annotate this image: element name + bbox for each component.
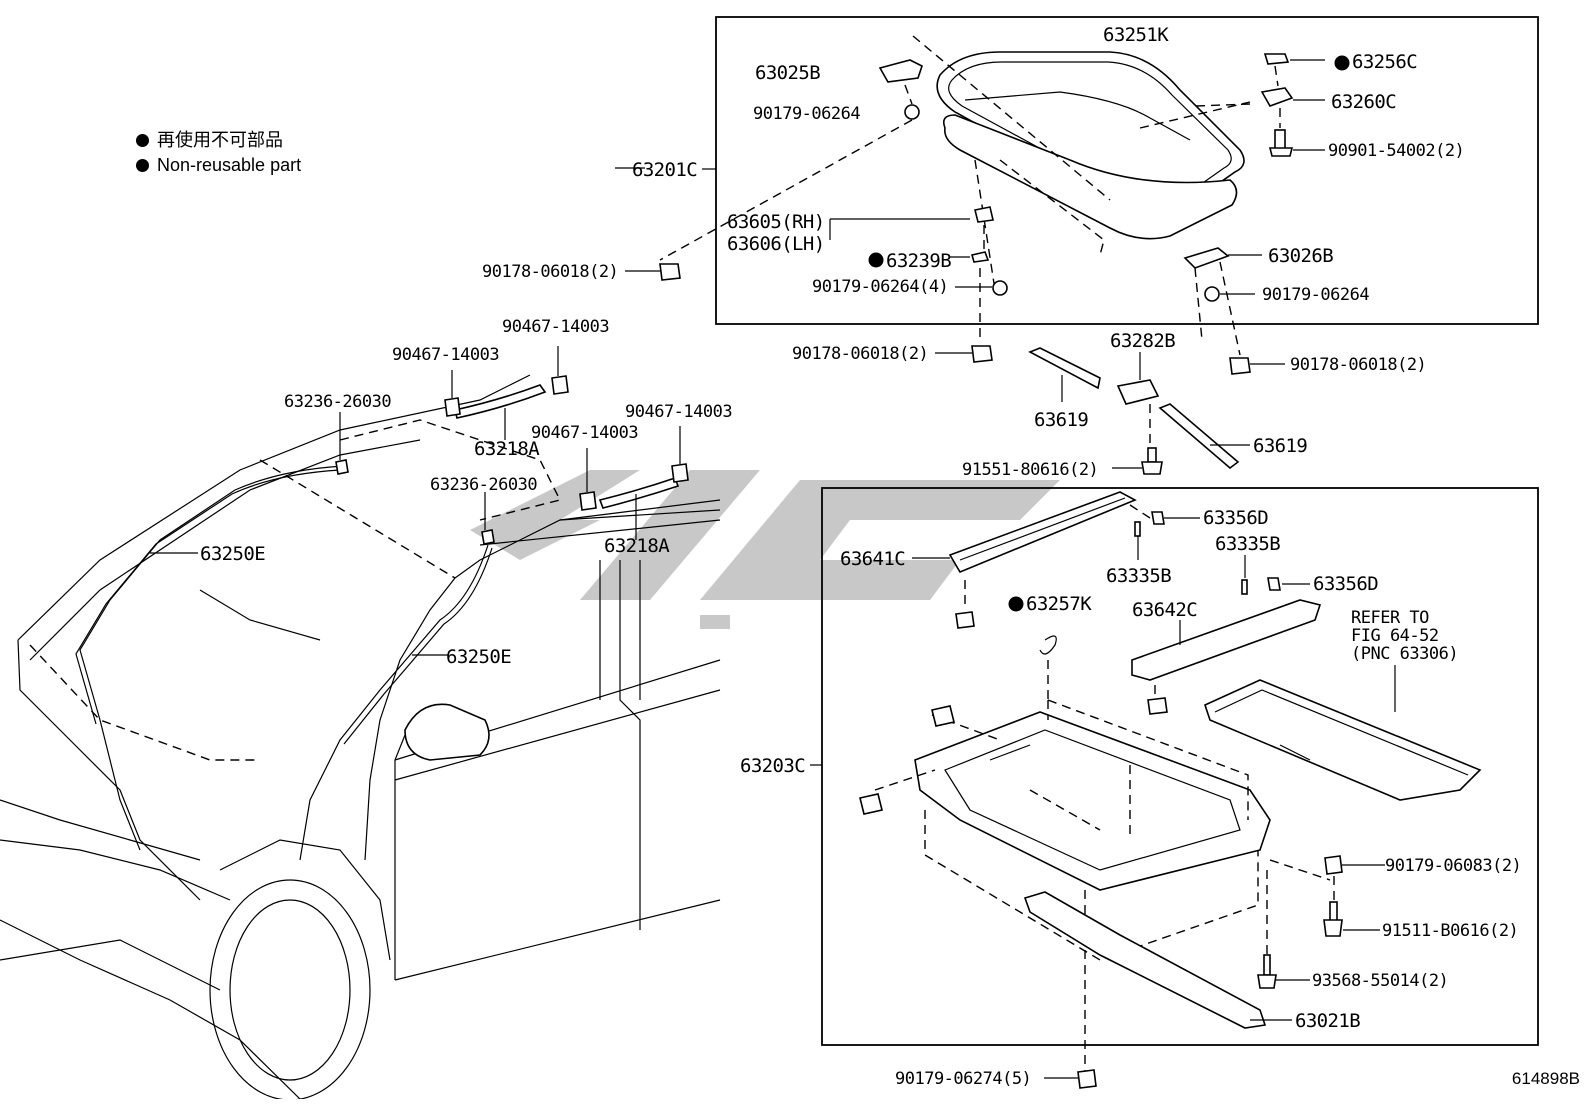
sunshade-frame-63203C: [914, 711, 1271, 891]
legend-text-en: Non-reusable part: [157, 155, 302, 175]
label-63642C: 63642C: [1132, 599, 1197, 621]
label-63356D-b: 63356D: [1313, 573, 1378, 595]
label-63250E-a: 63250E: [200, 543, 265, 565]
legend: 再使用不可部品 Non-reusable part: [136, 128, 301, 178]
legend-row-jp: 再使用不可部品: [136, 128, 301, 153]
label-63026B: 63026B: [1268, 245, 1333, 267]
label-90179-06264-a: 90179-06264: [753, 104, 860, 124]
label-90178-06018-a: 90178-06018(2): [482, 262, 618, 282]
label-93568-55014: 93568-55014(2): [1312, 971, 1448, 991]
rail-63619-left: [1028, 347, 1101, 390]
side-trim-63021B: [1023, 891, 1267, 1029]
label-refer-3: (PNC 63306): [1351, 644, 1458, 664]
legend-text-jp: 再使用不可部品: [157, 130, 283, 150]
label-90179-06264-c: 90179-06264: [1262, 285, 1369, 305]
rail-63619-right: [1158, 403, 1240, 470]
sunroof-assembly-box: [715, 16, 1539, 325]
label-63203C: 63203C: [740, 755, 805, 777]
label-63236-26030-b: 63236-26030: [430, 475, 537, 495]
nut-90178-06018-right: [1229, 357, 1251, 375]
bolt-93568-55014: [1257, 954, 1277, 989]
bracket-63282B: [1116, 379, 1160, 405]
sunshade-trim-63641C: [948, 491, 1137, 629]
hinge-left-63025B: [878, 59, 923, 120]
bracket-63605-63606: [970, 206, 1008, 296]
non-reusable-dot: [1008, 596, 1024, 612]
label-63335B-b: 63335B: [1215, 533, 1280, 555]
legend-dot-icon: [136, 134, 149, 147]
non-reusable-dot: [868, 252, 884, 268]
label-63260C: 63260C: [1331, 91, 1396, 113]
label-refer-2: FIG 64-52: [1351, 626, 1439, 646]
clip-63356D-b: [1267, 577, 1281, 591]
label-90179-06274: 90179-06274(5): [895, 1069, 1031, 1089]
label-63021B: 63021B: [1295, 1010, 1360, 1032]
label-63236-26030-a: 63236-26030: [284, 392, 391, 412]
clip-63335B-b: [1241, 579, 1248, 595]
figure-number: 614898B: [1511, 1069, 1580, 1088]
non-reusable-dot: [1334, 55, 1350, 71]
clip-63356D-a: [1151, 511, 1165, 525]
label-91551-80616: 91551-80616(2): [962, 460, 1098, 480]
label-90467-14003-a: 90467-14003: [502, 317, 609, 337]
label-63251K: 63251K: [1103, 24, 1169, 46]
label-63282B: 63282B: [1110, 330, 1175, 352]
label-63619-a: 63619: [1034, 409, 1088, 431]
clip-63335B-a: [1134, 521, 1141, 537]
bolt-91511-B0616: [1323, 901, 1343, 937]
bracket-63256C-63260C: [1260, 53, 1294, 157]
clamps-63236-26030: [335, 459, 495, 545]
sunroof-glass: [936, 51, 1245, 240]
clip-90179-06274: [1077, 1069, 1097, 1089]
label-63356D-a: 63356D: [1203, 507, 1268, 529]
vehicle-body: [0, 374, 721, 1101]
label-90901-54002: 90901-54002(2): [1328, 141, 1464, 161]
label-63605: 63605(RH): [727, 211, 825, 233]
clips-90467-14003: [444, 375, 689, 511]
nut-90178-06018-center: [971, 345, 993, 363]
legend-dot-icon: [136, 159, 149, 172]
label-90178-06018-b: 90178-06018(2): [792, 344, 928, 364]
legend-row-en: Non-reusable part: [136, 153, 301, 178]
label-90179-06264-b: 90179-06264(4): [812, 277, 948, 297]
sunshade-assembly-box: [821, 487, 1539, 1046]
clip-90179-06083: [1324, 855, 1343, 875]
drain-hoses: [75, 384, 680, 861]
label-63606: 63606(LH): [727, 233, 825, 255]
label-63257K: 63257K: [1026, 593, 1092, 615]
label-63256C: 63256C: [1352, 51, 1417, 73]
label-63025B: 63025B: [755, 62, 820, 84]
label-63201C: 63201C: [632, 159, 697, 181]
label-91511-B0616: 91511-B0616(2): [1382, 921, 1518, 941]
hinge-right-63026B: [1183, 247, 1230, 302]
label-90467-14003-b: 90467-14003: [392, 345, 499, 365]
watermark-logo: [470, 470, 1060, 629]
sunshade-panel-ref: [1204, 679, 1482, 801]
clips-frame: [859, 705, 955, 815]
label-63619-b: 63619: [1253, 435, 1307, 457]
label-63641C: 63641C: [840, 548, 905, 570]
label-63218A-a: 63218A: [474, 438, 540, 460]
label-63239B: 63239B: [886, 250, 951, 272]
label-63218A-b: 63218A: [604, 535, 670, 557]
label-90467-14003-d: 90467-14003: [531, 423, 638, 443]
bolt-91551-80616: [1141, 447, 1163, 475]
nut-90178-06018-left: [659, 263, 681, 281]
label-90178-06018-c: 90178-06018(2): [1290, 355, 1426, 375]
seal-63257K: [1039, 635, 1057, 655]
label-refer-1: REFER TO: [1351, 608, 1429, 628]
label-90179-06083: 90179-06083(2): [1385, 856, 1521, 876]
label-63250E-b: 63250E: [446, 646, 511, 668]
label-63335B-a: 63335B: [1106, 565, 1171, 587]
trim-63642C: [1131, 599, 1322, 715]
label-90467-14003-c: 90467-14003: [625, 402, 732, 422]
